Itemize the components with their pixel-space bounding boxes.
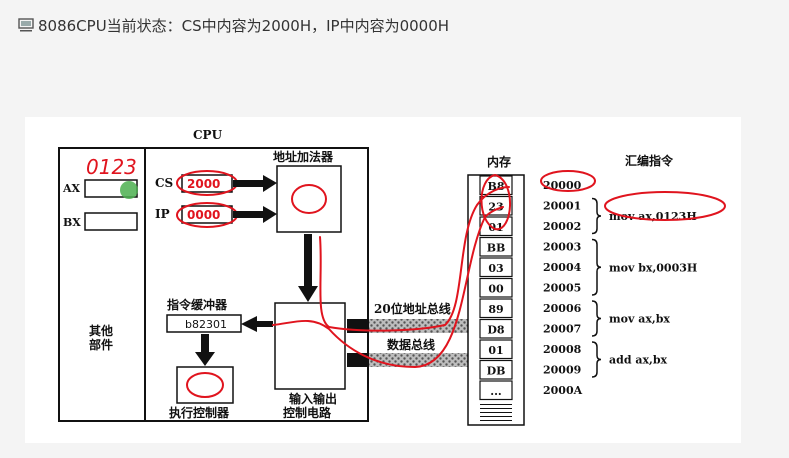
memory-address: 2000A: [543, 384, 583, 397]
ip-register: [181, 205, 233, 224]
memory-address: 20001: [543, 200, 581, 213]
caption: 8086CPU当前状态：CS中内容为2000H，IP中内容为0000H: [18, 14, 449, 36]
memory-cell-value: 00: [488, 283, 504, 296]
adder-down-head: [298, 286, 318, 302]
io-control-circuit: [274, 302, 346, 390]
cs-register: [181, 174, 233, 193]
instructions-title: 汇编指令: [625, 153, 674, 168]
memory-cell: [479, 359, 513, 380]
memory-cell-value: 01: [488, 221, 503, 234]
memory-address: 20004: [543, 261, 582, 274]
memory-cell-value: 23: [488, 201, 503, 214]
memory-cell-value: D8: [487, 324, 505, 337]
instruction-brace: [591, 341, 602, 378]
cs-arrow-shaft: [233, 180, 263, 187]
buffer-down-shaft: [201, 334, 209, 354]
memory-cell-value: 01: [488, 344, 503, 357]
io-to-buffer-arrow: [241, 316, 273, 332]
cpu-title: CPU: [193, 128, 223, 142]
adder-down-shaft: [304, 234, 312, 288]
monitor-icon: [18, 18, 34, 32]
adder-circle: [291, 184, 327, 214]
io-control-title-1: 输入输出: [289, 391, 337, 406]
memory-address: 20007: [543, 323, 581, 336]
instruction-text: mov ax,bx: [609, 313, 670, 326]
bx-register: [84, 212, 138, 231]
memory-address: 20002: [543, 220, 581, 233]
pen-marker: [120, 181, 138, 199]
memory-address: 20008: [543, 343, 582, 356]
instruction-brace: [591, 300, 602, 337]
memory-address: 20006: [543, 302, 582, 315]
mov-ax-circle: [604, 191, 726, 221]
memory-address: 20005: [543, 282, 581, 295]
exec-control-title: 执行控制器: [169, 405, 230, 420]
memory-cell-value: DB: [487, 365, 506, 378]
memory-cell-value: ...: [490, 385, 502, 398]
buffer-down-head: [195, 352, 215, 366]
other-parts-label-2: 部件: [89, 337, 113, 352]
memory-cell: [479, 318, 513, 339]
ip-label: IP: [155, 207, 170, 221]
memory-cell-value: BB: [487, 242, 506, 255]
ip-arrow-head: [263, 206, 277, 223]
instruction-text: add ax,bx: [609, 354, 668, 367]
data-path-stroke: [272, 206, 504, 368]
cpu-frame: [58, 147, 369, 422]
memory-cell: [479, 236, 513, 257]
memory-bytes-loop: [480, 174, 511, 231]
address-adder: [276, 165, 342, 233]
memory-address: 20009: [543, 364, 581, 377]
memory-cell: [479, 257, 513, 278]
instruction-brace: [591, 197, 602, 235]
cs-value: 2000: [187, 177, 220, 191]
address-bus-label: 20位地址总线: [374, 301, 451, 316]
adder-title: 地址加法器: [273, 149, 334, 164]
ip-value: 0000: [187, 208, 220, 222]
memory-cell-value: B8: [488, 180, 505, 193]
other-parts-label-1: 其他: [89, 323, 113, 338]
io-control-title-2: 控制电路: [283, 405, 332, 420]
memory-cells: B82301BB030089D801DB...: [479, 175, 513, 421]
data-bus: [369, 353, 469, 367]
exec-circle: [186, 372, 224, 398]
cpu-memory-diagram: CPU AX BX 0123 其他 部件 CS 2000 IP 0000 地址加…: [58, 128, 726, 426]
memory-cell-value: 03: [488, 262, 503, 275]
memory-cell: [479, 339, 513, 360]
instr-buffer-value: b82301: [185, 318, 227, 331]
memory-address: 20003: [543, 241, 581, 254]
addr-20000-circle: [540, 170, 596, 192]
caption-text: 8086CPU当前状态：CS中内容为2000H，IP中内容为0000H: [38, 16, 450, 35]
ax-handwritten-value: 0123: [86, 155, 137, 179]
data-bus-label: 数据总线: [387, 337, 435, 352]
memory-cell-value: 89: [488, 303, 503, 316]
data-bus-stub: [347, 353, 369, 367]
instr-buffer-title: 指令缓冲器: [167, 297, 228, 312]
memory-cell: [479, 380, 513, 401]
bx-label: BX: [63, 216, 81, 229]
cs-arrow-head: [263, 175, 277, 192]
address-path-stroke: [319, 186, 510, 332]
instruction-buffer: [166, 314, 242, 333]
memory-cell: [479, 298, 513, 319]
memory-addresses: 2000020001200022000320004200052000620007…: [543, 179, 583, 397]
memory-cell: [479, 277, 513, 298]
memory-cell: [479, 195, 513, 216]
ax-label: AX: [62, 182, 81, 195]
ip-arrow-shaft: [233, 211, 263, 218]
memory-title: 内存: [487, 154, 511, 169]
diagram-panel: CPU AX BX 0123 其他 部件 CS 2000 IP 0000 地址加…: [25, 117, 741, 443]
instruction-brace: [591, 238, 602, 296]
instruction-text: mov bx,0003H: [609, 261, 697, 274]
cs-label: CS: [155, 176, 173, 190]
